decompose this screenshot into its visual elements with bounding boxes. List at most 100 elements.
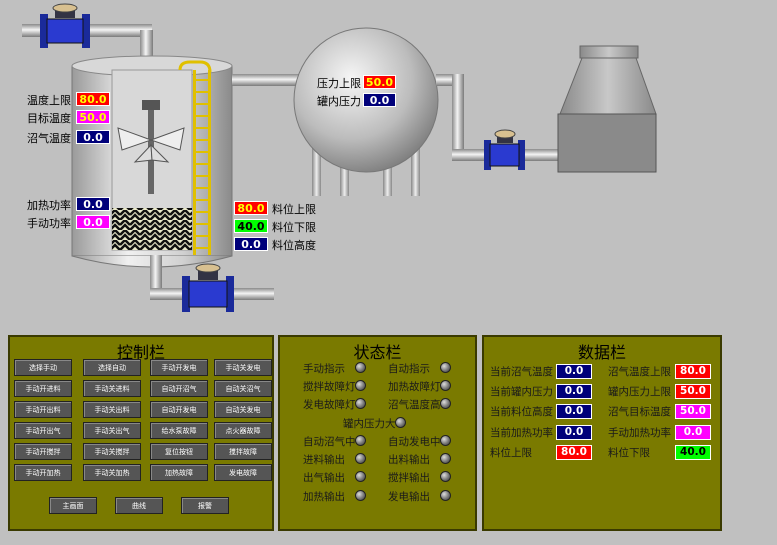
- indicator-light-icon: [355, 398, 366, 409]
- status-label: 自动指示: [388, 363, 430, 375]
- level-lower-label: 料位下限: [272, 221, 316, 234]
- manual-stir-off-button[interactable]: 手动关搅拌: [83, 443, 141, 460]
- data-value: 50.0: [675, 384, 711, 399]
- alarm-button[interactable]: 报警: [181, 497, 229, 514]
- auto-gen-off-button[interactable]: 自动关发电: [214, 401, 272, 418]
- status-label: 罐内压力大: [343, 418, 396, 430]
- stir-fault-button[interactable]: 搅拌故障: [214, 443, 272, 460]
- data-panel: 数据栏 当前沼气温度 0.0 沼气温度上限 80.0 当前罐内压力 0.0 罐内…: [482, 335, 722, 531]
- level-height-label: 料位高度: [272, 239, 316, 252]
- data-value: 40.0: [675, 445, 711, 460]
- status-panel: 状态栏 手动指示 自动指示 搅拌故障灯 加热故障灯 发电故障灯 沼气温度高 罐内…: [278, 335, 477, 531]
- data-value: 0.0: [556, 404, 592, 419]
- igniter-fault-button[interactable]: 点火器故障: [214, 422, 272, 439]
- data-value: 0.0: [556, 425, 592, 440]
- main-screen-button[interactable]: 主画面: [49, 497, 97, 514]
- level-upper-value: 80.0: [234, 201, 268, 215]
- indicator-light-icon: [395, 417, 406, 428]
- select-manual-button[interactable]: 选择手动: [14, 359, 72, 376]
- data-value: 0.0: [556, 384, 592, 399]
- data-label: 沼气温度上限: [608, 366, 671, 378]
- data-label: 沼气目标温度: [608, 406, 671, 418]
- indicator-light-icon: [440, 380, 451, 391]
- status-label: 加热输出: [303, 491, 345, 503]
- target-temp-label: 目标温度: [27, 112, 71, 125]
- indicator-light-icon: [440, 435, 451, 446]
- auto-gen-on-button[interactable]: 自动开发电: [150, 401, 208, 418]
- manual-gas-out-on-button[interactable]: 手动开出气: [14, 422, 72, 439]
- status-label: 手动指示: [303, 363, 345, 375]
- status-label: 搅拌故障灯: [303, 381, 356, 393]
- data-label: 当前罐内压力: [490, 386, 553, 398]
- heat-power-value: 0.0: [76, 197, 110, 211]
- data-label: 料位上限: [490, 447, 532, 459]
- data-label: 当前加热功率: [490, 427, 553, 439]
- biogas-temp-label: 沼气温度: [27, 132, 71, 145]
- indicator-light-icon: [355, 380, 366, 391]
- indicator-light-icon: [355, 453, 366, 464]
- status-label: 搅拌输出: [388, 472, 430, 484]
- heat-power-label: 加热功率: [27, 199, 71, 212]
- heat-fault-button[interactable]: 加热故障: [150, 464, 208, 481]
- status-label: 自动发电中: [388, 436, 441, 448]
- indicator-light-icon: [355, 362, 366, 373]
- status-label: 出料输出: [388, 454, 430, 466]
- status-panel-title: 状态栏: [353, 343, 402, 362]
- status-label: 出气输出: [303, 472, 345, 484]
- manual-heat-on-button[interactable]: 手动开加热: [14, 464, 72, 481]
- target-temp-value: 50.0: [76, 110, 110, 124]
- manual-feed-off-button[interactable]: 手动关进料: [83, 380, 141, 397]
- process-diagram: [22, 3, 657, 312]
- manual-discharge-on-button[interactable]: 手动开出料: [14, 401, 72, 418]
- status-label: 发电输出: [388, 491, 430, 503]
- auto-biogas-off-button[interactable]: 自动关沼气: [214, 380, 272, 397]
- indicator-light-icon: [440, 490, 451, 501]
- status-label: 加热故障灯: [388, 381, 441, 393]
- data-label: 当前沼气温度: [490, 366, 553, 378]
- level-height-value: 0.0: [234, 237, 268, 251]
- manual-power-label: 手动功率: [27, 217, 71, 230]
- manual-gen-off-button[interactable]: 手动关发电: [214, 359, 272, 376]
- pressure-upper-value: 50.0: [363, 75, 396, 89]
- control-panel: 控制栏 选择手动 选择自动 手动开发电 手动关发电 手动开进料 手动关进料 自动…: [8, 335, 274, 531]
- data-value: 50.0: [675, 404, 711, 419]
- indicator-light-icon: [355, 490, 366, 501]
- tank-pressure-value: 0.0: [363, 93, 396, 107]
- indicator-light-icon: [440, 471, 451, 482]
- pump-fault-button[interactable]: 给水泵故障: [150, 422, 208, 439]
- pressure-upper-label: 压力上限: [317, 77, 361, 90]
- reset-button[interactable]: 复位按钮: [150, 443, 208, 460]
- status-label: 进料输出: [303, 454, 345, 466]
- data-value: 80.0: [675, 364, 711, 379]
- biogas-temp-value: 0.0: [76, 130, 110, 144]
- select-auto-button[interactable]: 选择自动: [83, 359, 141, 376]
- tank-pressure-label: 罐内压力: [317, 95, 361, 108]
- indicator-light-icon: [440, 398, 451, 409]
- indicator-light-icon: [440, 453, 451, 464]
- inlet-valve-icon: [40, 3, 90, 48]
- auto-biogas-on-button[interactable]: 自动开沼气: [150, 380, 208, 397]
- indicator-light-icon: [355, 435, 366, 446]
- data-value: 80.0: [556, 445, 592, 460]
- status-label: 发电故障灯: [303, 399, 356, 411]
- status-label: 沼气温度高: [388, 399, 441, 411]
- status-label: 自动沼气中: [303, 436, 356, 448]
- gas-valve-icon: [484, 129, 525, 170]
- data-value: 0.0: [675, 425, 711, 440]
- data-label: 罐内压力上限: [608, 386, 671, 398]
- manual-feed-on-button[interactable]: 手动开进料: [14, 380, 72, 397]
- curve-button[interactable]: 曲线: [115, 497, 163, 514]
- manual-gen-on-button[interactable]: 手动开发电: [150, 359, 208, 376]
- control-panel-title: 控制栏: [116, 343, 165, 362]
- indicator-light-icon: [440, 362, 451, 373]
- manual-discharge-off-button[interactable]: 手动关出料: [83, 401, 141, 418]
- manual-stir-on-button[interactable]: 手动开搅拌: [14, 443, 72, 460]
- level-upper-label: 料位上限: [272, 203, 316, 216]
- indicator-light-icon: [355, 471, 366, 482]
- temp-upper-label: 温度上限: [27, 94, 71, 107]
- level-lower-value: 40.0: [234, 219, 268, 233]
- gen-fault-button[interactable]: 发电故障: [214, 464, 272, 481]
- manual-gas-out-off-button[interactable]: 手动关出气: [83, 422, 141, 439]
- data-label: 手动加热功率: [608, 427, 671, 439]
- manual-heat-off-button[interactable]: 手动关加热: [83, 464, 141, 481]
